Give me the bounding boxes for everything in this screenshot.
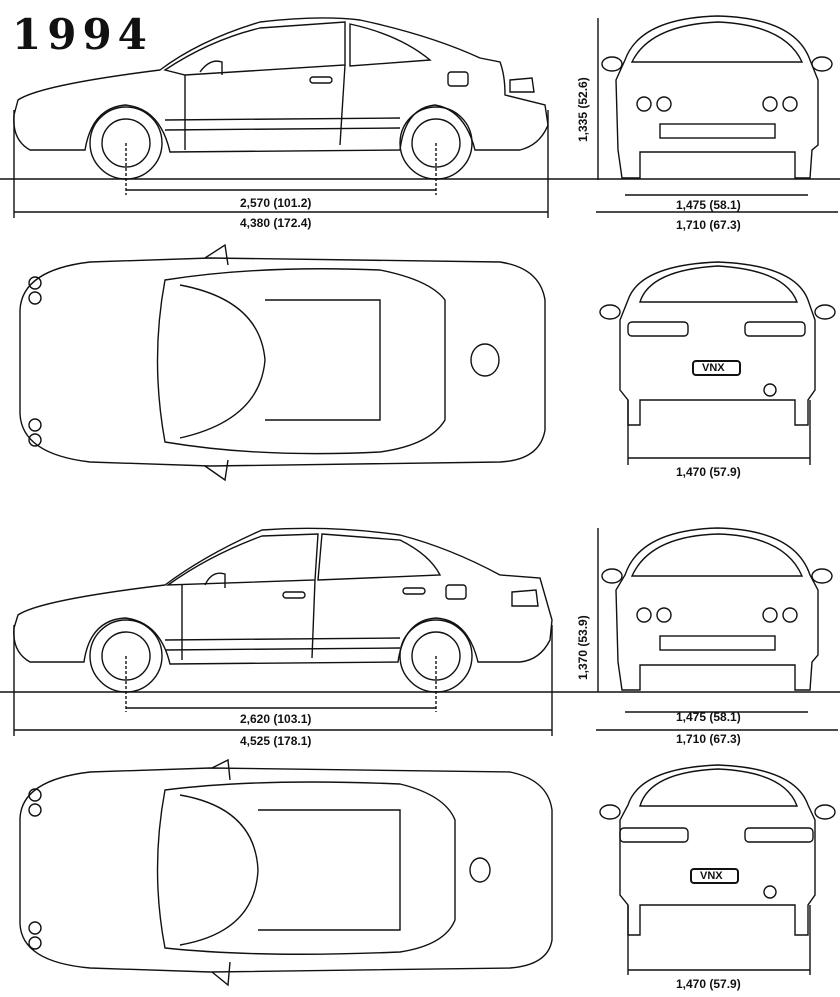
sedan-license-plate: VNX (690, 868, 739, 884)
coupe-length-label: 4,380 (172.4) (240, 216, 312, 230)
sedan-height-label: 1,370 (53.9) (576, 615, 590, 680)
year-title: 1994 (12, 10, 153, 59)
sedan-rear-view (599, 764, 836, 936)
sedan-front-view (601, 527, 833, 691)
sedan-side-view (13, 527, 553, 693)
sedan-length-label: 4,525 (178.1) (240, 734, 312, 748)
sedan-rear-track-label: 1,470 (57.9) (676, 977, 741, 991)
sedan-width-label: 1,710 (67.3) (676, 732, 741, 746)
coupe-rear-track-label: 1,470 (57.9) (676, 465, 741, 479)
coupe-width-label: 1,710 (67.3) (676, 218, 741, 232)
sedan-wheelbase-label: 2,620 (103.1) (240, 712, 312, 726)
coupe-side-view (13, 17, 549, 180)
coupe-front-view (601, 15, 833, 179)
coupe-rear-view (599, 261, 836, 426)
coupe-license-plate: VNX (692, 360, 741, 376)
coupe-front-track-label: 1,475 (58.1) (676, 198, 741, 212)
sedan-front-track-label: 1,475 (58.1) (676, 710, 741, 724)
sedan-top-view (19, 758, 553, 987)
coupe-height-label: 1,335 (52.6) (576, 77, 590, 142)
coupe-top-view (19, 243, 546, 482)
coupe-wheelbase-label: 2,570 (101.2) (240, 196, 312, 210)
